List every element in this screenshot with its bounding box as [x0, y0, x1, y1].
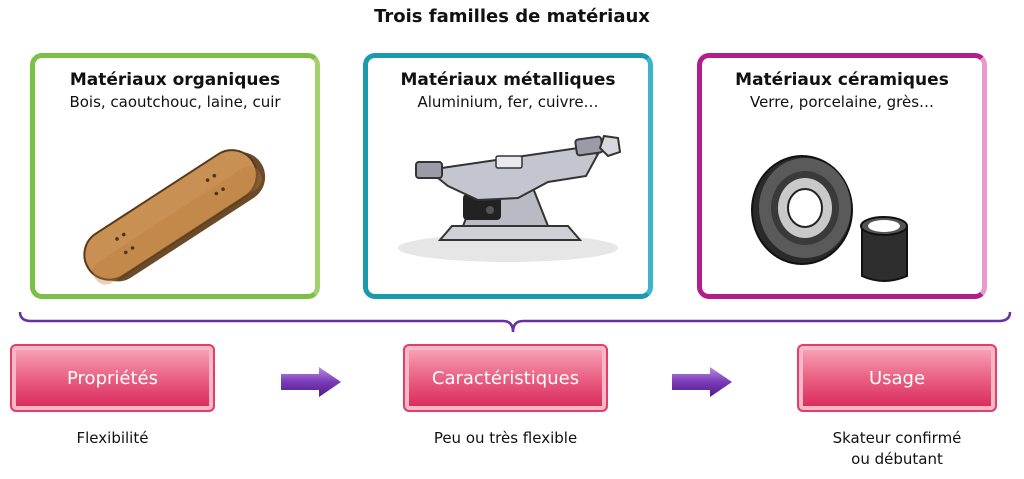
skateboard-deck-icon [83, 149, 266, 285]
stage-characteristics: Caractéristiques [403, 344, 608, 412]
family-examples: Verre, porcelaine, grès… [749, 93, 935, 111]
arrow-right-icon [281, 367, 341, 397]
diagram-title: Trois familles de matériaux [374, 6, 650, 27]
caption-line: ou débutant [851, 450, 943, 468]
family-examples: Bois, caoutchouc, laine, cuir [69, 93, 281, 111]
family-box-ceramic: Matériaux céramiques Verre, porcelaine, … [697, 53, 987, 299]
stage-usage: Usage [797, 344, 997, 412]
ball-bearing-icon [751, 155, 908, 282]
caption-line: Peu ou très flexible [433, 429, 578, 447]
stage-caption: Flexibilité [10, 428, 215, 449]
family-examples: Aluminium, fer, cuivre… [417, 93, 599, 111]
skateboard-truck-icon [398, 134, 622, 262]
stage-caption: Skateur confirmé ou débutant [767, 428, 1024, 470]
family-name: Matériaux métalliques [400, 70, 616, 90]
stage-caption: Peu ou très flexible [383, 428, 628, 449]
family-box-metal: Matériaux métalliques Aluminium, fer, cu… [363, 53, 653, 299]
arrow-right-icon [672, 367, 732, 397]
stage-label: Usage [868, 367, 926, 389]
family-name: Matériaux céramiques [735, 70, 949, 90]
caption-line: Skateur confirmé [832, 429, 962, 447]
caption-line: Flexibilité [76, 429, 149, 447]
grouping-brace [18, 311, 1012, 333]
family-box-organic: Matériaux organiques Bois, caoutchouc, l… [30, 53, 320, 299]
stage-properties: Propriétés [10, 344, 215, 412]
stage-label: Caractéristiques [431, 367, 580, 389]
family-name: Matériaux organiques [69, 70, 281, 90]
stage-label: Propriétés [67, 367, 158, 389]
